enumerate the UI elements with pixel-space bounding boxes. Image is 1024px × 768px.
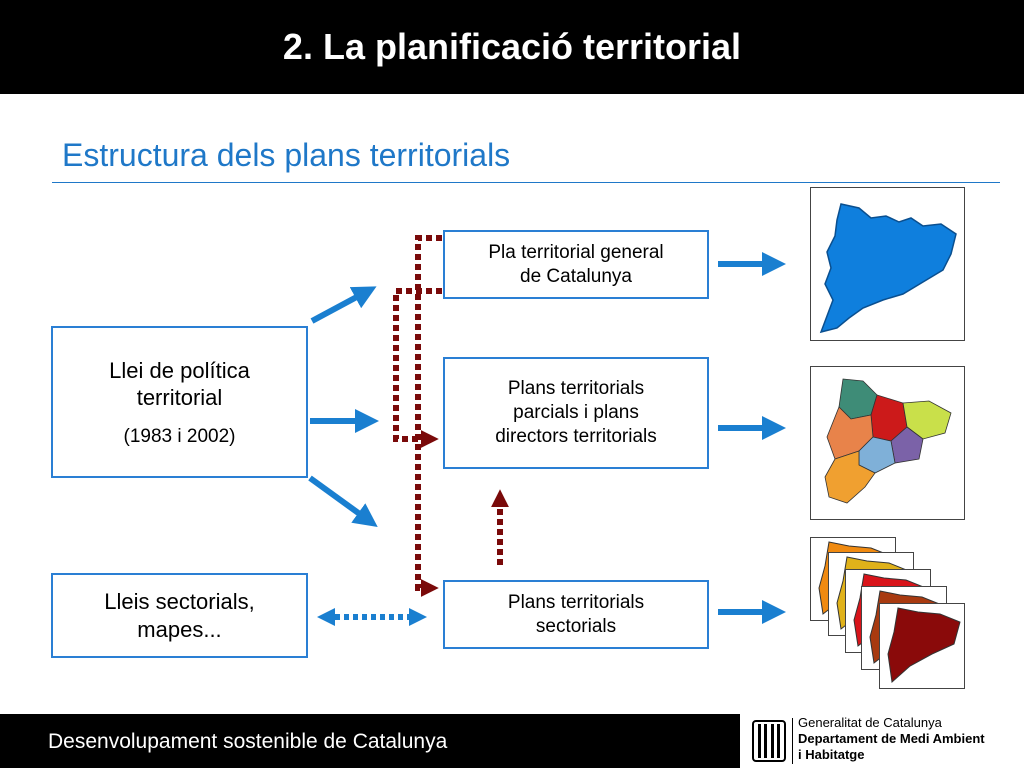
footer-text: Desenvolupament sostenible de Catalunya [48,730,448,753]
pla-territorial-general-box: Pla territorial general de Catalunya [443,230,709,299]
llei-label: Llei de política territorial [109,357,250,411]
catalonia-map-regions-icon [824,378,952,504]
pla-general-label: Pla territorial general de Catalunya [488,241,664,287]
catalonia-map-regions-frame [810,366,965,520]
arrow-llei-to-sectorials [308,475,378,528]
logo-line-1: Generalitat de Catalunya [798,715,942,730]
llei-politica-territorial-box: Llei de política territorial (1983 i 200… [51,326,308,478]
section-subtitle: Estructura dels plans territorials [62,137,511,173]
generalitat-shield-icon [752,720,786,762]
logo-line-3: i Habitatge [798,747,865,762]
plans-sectorials-box: Plans territorials sectorials [443,580,709,649]
lleis-sectorials-label: Lleis sectorials, mapes... [104,589,255,642]
generalitat-logo-block: Generalitat de Catalunya Departament de … [740,714,1024,768]
plans-parcials-label: Plans territorials parcials i plans dire… [495,378,657,447]
footer-bar: Desenvolupament sostenible de Catalunya [0,714,740,768]
plans-parcials-box: Plans territorials parcials i plans dire… [443,357,709,469]
red-connector-inner [393,288,442,448]
plans-sectorials-label: Plans territorials sectorials [507,591,645,637]
sector-map-5 [879,603,965,689]
slide-title: 2. La planificació territorial [282,26,742,67]
logo-line-2: Departament de Medi Ambient [798,731,985,746]
logo-separator [792,718,793,764]
arrow-llei-to-general [310,286,377,324]
red-connector-outer [415,235,442,597]
title-bar: 2. La planificació territorial [0,0,1024,94]
catalonia-map-blue-icon [819,203,957,334]
catalonia-map-blue-frame [810,187,965,341]
subtitle-rule [52,182,1000,183]
lleis-sectorials-box: Lleis sectorials, mapes... [51,573,308,658]
llei-years: (1983 i 2002) [123,425,236,447]
